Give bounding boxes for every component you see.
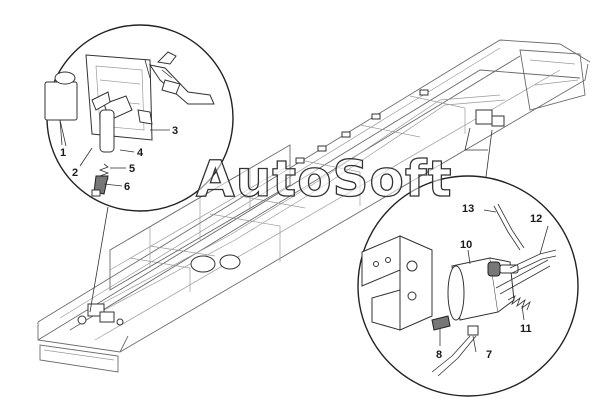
- fluid-reservoir: [44, 71, 78, 146]
- rear-brake-assembly: [464, 109, 505, 151]
- watermark-logo: AutoSoft: [196, 150, 453, 208]
- callout-7: 7: [486, 349, 492, 361]
- spring-assembly: [495, 259, 551, 311]
- push-rod: [91, 175, 109, 197]
- chassis-frame: [37, 39, 591, 373]
- mounting-bracket: [361, 235, 433, 331]
- right-detail-view: 13 12 10 11 8 7: [357, 129, 579, 397]
- master-cylinder: [91, 91, 133, 153]
- callout-5: 5: [129, 163, 135, 175]
- brake-actuator: [447, 257, 519, 321]
- callout-12: 12: [530, 213, 542, 225]
- callout-10: 10: [460, 239, 472, 251]
- callout-13: 13: [462, 203, 474, 215]
- callout-2: 2: [72, 167, 78, 179]
- callout-3: 3: [172, 125, 178, 137]
- callout-11: 11: [520, 323, 532, 335]
- line-clips: [295, 89, 429, 164]
- brake-hose-13: [493, 203, 525, 251]
- front-brake-assembly: [77, 303, 124, 326]
- pedals: [137, 51, 215, 125]
- callout-8: 8: [436, 349, 442, 361]
- pipe-nut: [431, 325, 479, 377]
- callout-4: 4: [137, 147, 144, 159]
- hose-clip: [431, 315, 451, 331]
- callout-1: 1: [60, 147, 66, 159]
- return-spring: [98, 163, 110, 183]
- left-detail-view: 1 2 3 4 5 6: [44, 24, 234, 313]
- callout-6: 6: [124, 181, 130, 193]
